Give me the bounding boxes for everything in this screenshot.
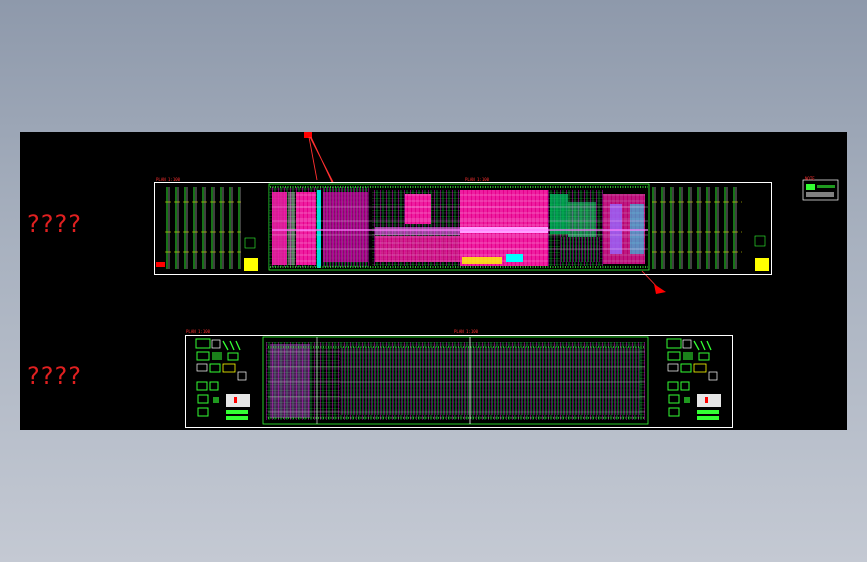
top-left-drawing-title: PLAN 1:100: [156, 177, 181, 182]
top-drawing-sheet-frame[interactable]: [154, 182, 772, 275]
bottom-left-drawing-title: PLAN 1:100: [186, 329, 211, 334]
side-label-bottom: ????: [27, 362, 82, 390]
cad-model-space[interactable]: PLAN 1:100 PLAN 1:100 PLAN 1:100 PLAN 1:…: [20, 132, 847, 430]
left-detail-cluster: [195, 338, 250, 420]
leader-marker-top: [304, 132, 312, 138]
right-detail-cluster: [666, 338, 721, 420]
bottom-sheet-drawing: [195, 336, 721, 425]
cad-drawing-canvas[interactable]: [20, 132, 847, 430]
left-marker: [156, 262, 165, 267]
bottom-drawing-sheet-frame[interactable]: [185, 335, 733, 428]
leader-marker-bottom: [654, 284, 666, 294]
top-sheet-drawing: [156, 132, 839, 294]
left-title-block: [244, 258, 258, 271]
left-elevation-details: [163, 187, 241, 269]
legend-title: NOTE: [805, 176, 815, 181]
top-center-drawing-title: PLAN 1:100: [465, 177, 490, 182]
side-label-top: ????: [27, 210, 82, 238]
right-elevation-details: [652, 187, 742, 269]
right-title-block: [755, 258, 769, 271]
bottom-center-drawing-title: PLAN 1:100: [454, 329, 479, 334]
